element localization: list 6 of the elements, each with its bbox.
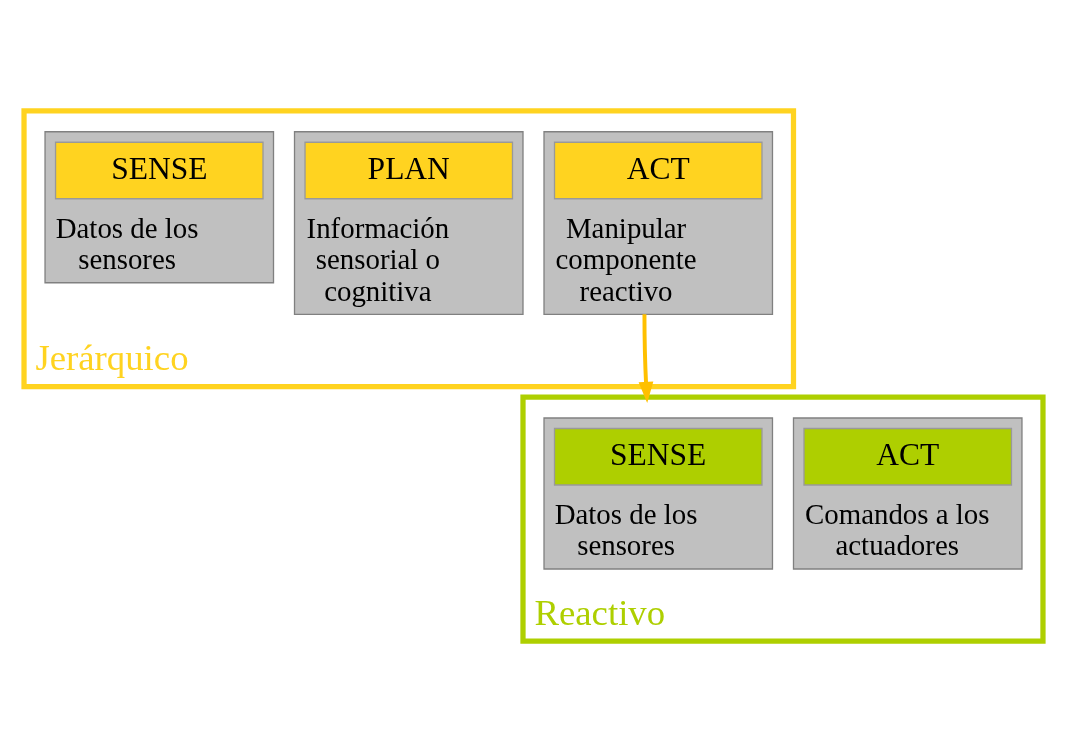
node-box: ACT: [803, 427, 1013, 486]
node-box: SENSE: [54, 141, 264, 200]
arrow: [638, 314, 654, 403]
node-box: ACT: [553, 141, 763, 200]
node-box: SENSE: [553, 427, 763, 486]
node-box: PLAN: [304, 141, 514, 200]
